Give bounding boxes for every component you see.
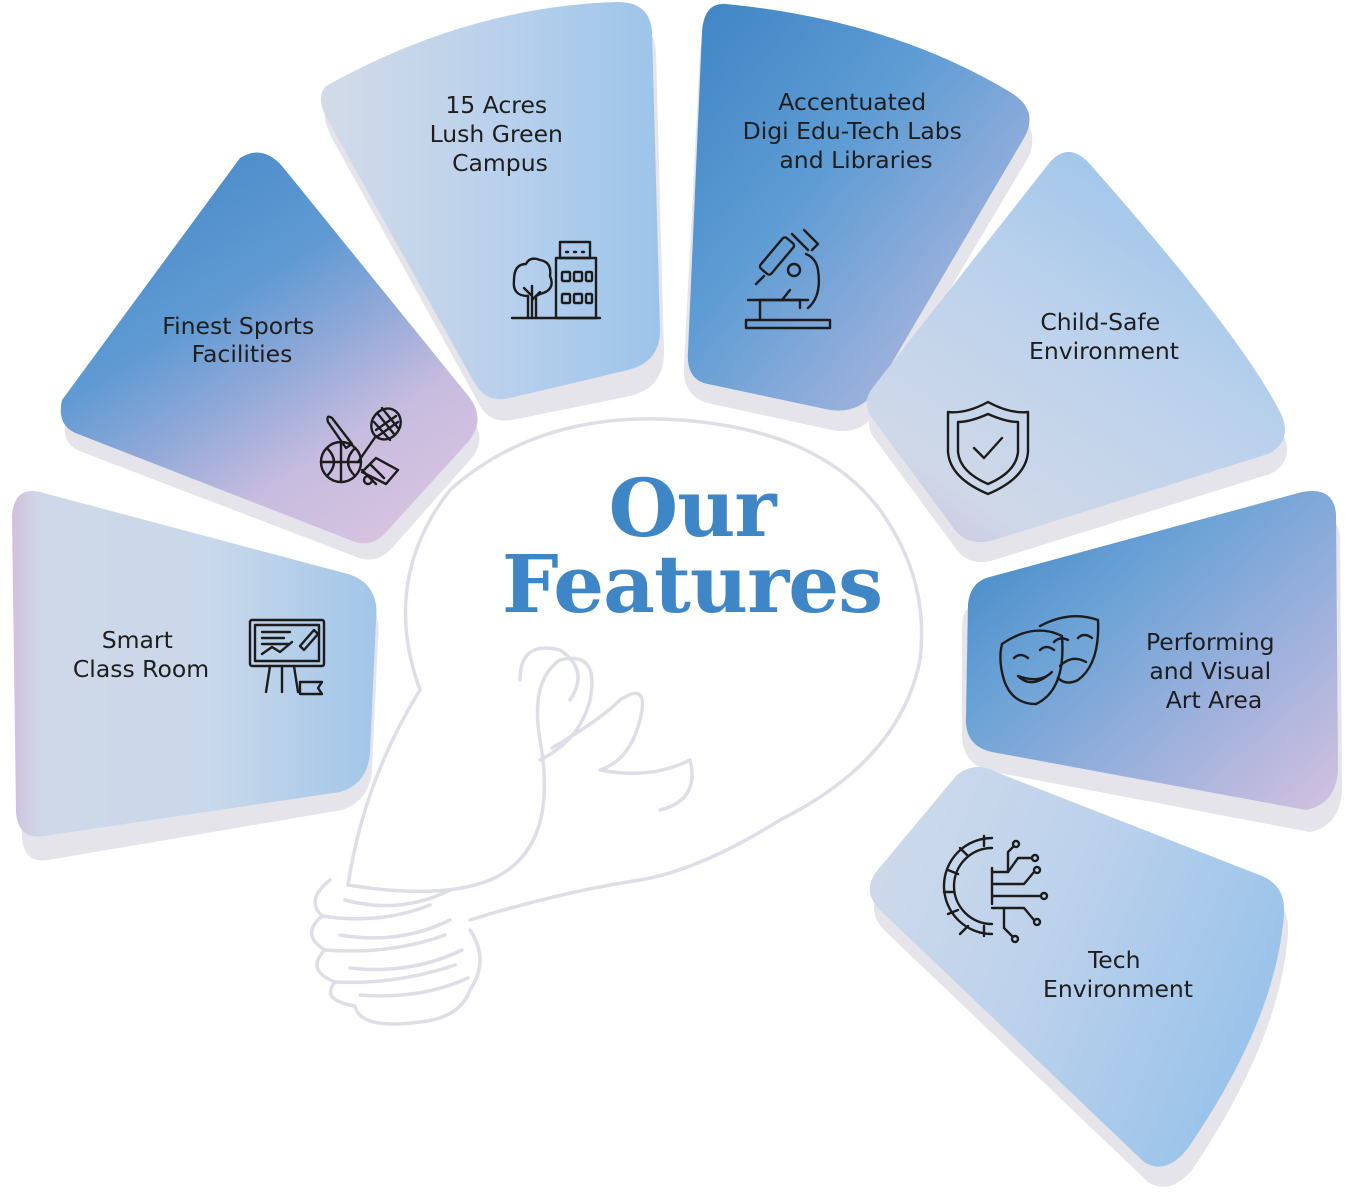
child-safe-label: Child-Safe Environment <box>1029 308 1179 365</box>
presentation-board-icon <box>248 618 326 696</box>
sports-equipment-icon <box>319 406 402 486</box>
theatre-masks-icon <box>999 614 1100 706</box>
circuit-gear-icon <box>942 834 1049 944</box>
title-line-our: Our <box>609 461 778 555</box>
shield-check-icon <box>946 400 1030 496</box>
edu-tech-labs-label: Accentuated Digi Edu-Tech Labs and Libra… <box>743 88 970 174</box>
performing-arts-label: Performing and Visual Art Area <box>1146 628 1282 714</box>
segment-child-safe[interactable] <box>866 152 1285 543</box>
title-line-features: Features <box>502 537 882 631</box>
microscope-icon <box>744 228 832 330</box>
segment-smart-class-room[interactable] <box>12 491 377 837</box>
lightbulb-outline <box>310 417 924 1026</box>
tech-environment-label: Tech Environment <box>1043 946 1193 1003</box>
segment-sports-facilities[interactable] <box>60 152 478 544</box>
segment-edu-tech-labs[interactable] <box>687 3 1030 411</box>
smart-class-room-label: Smart Class Room <box>73 626 209 683</box>
segment-green-campus[interactable] <box>320 2 660 400</box>
campus-building-icon <box>510 240 602 320</box>
sports-facilities-label: Finest Sports Facilities <box>162 312 321 368</box>
green-campus-label: 15 Acres Lush Green Campus <box>430 91 571 177</box>
segment-performing-arts[interactable] <box>965 490 1338 810</box>
segment-tech-environment[interactable] <box>869 766 1285 1167</box>
